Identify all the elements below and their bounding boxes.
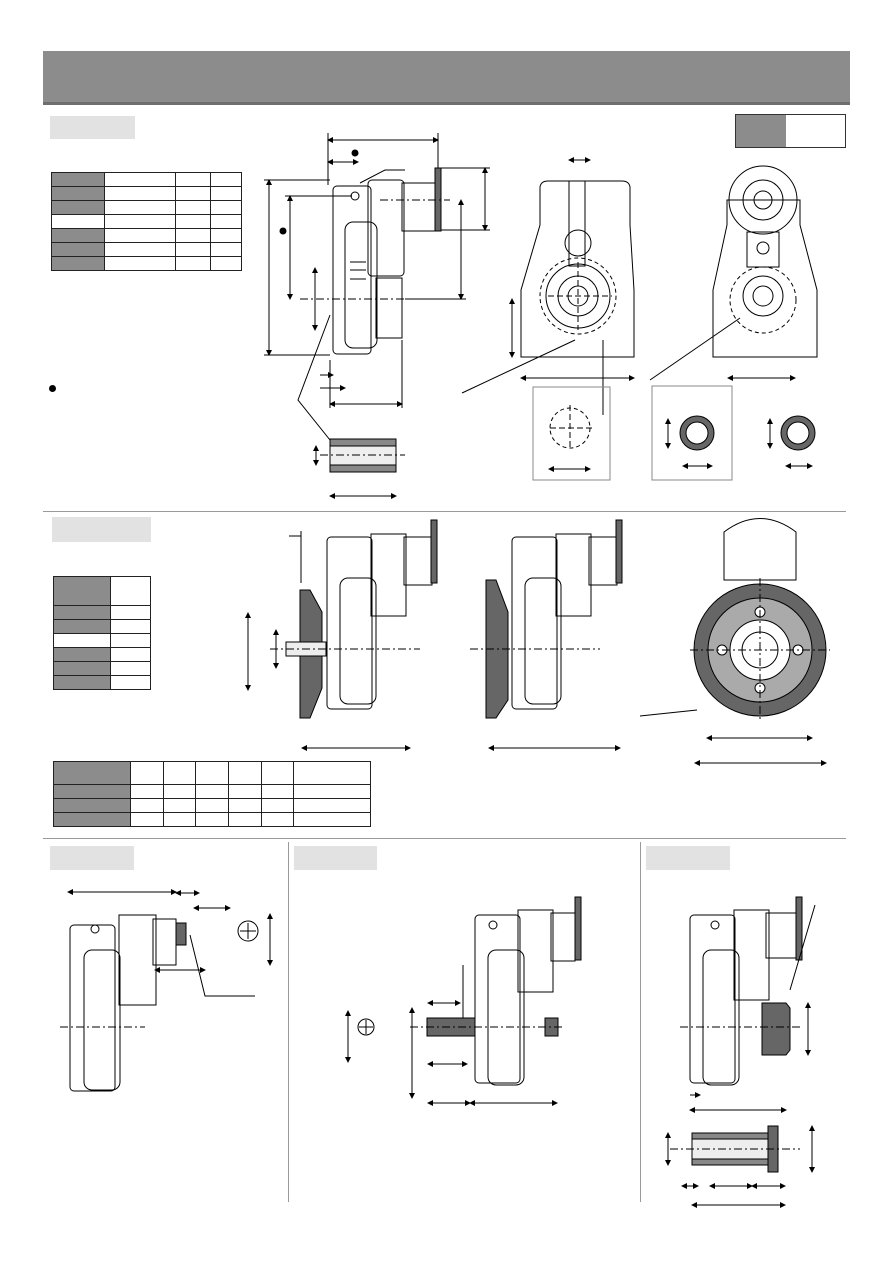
section-tab-top [50, 116, 135, 139]
bottom-right-side-view [680, 896, 816, 1113]
detail-boxes-top [532, 385, 816, 481]
dimension-lines-top-side [264, 133, 490, 441]
bottom-left-side-view [60, 889, 273, 1092]
bullet-dot-icon [279, 227, 287, 235]
section-tab-bottom-left [50, 846, 134, 870]
variant-badge [735, 114, 846, 148]
flange-front-view [639, 518, 830, 766]
bullet-dot-icon [351, 149, 359, 157]
dimension-table-middle [53, 576, 151, 690]
header-bar [43, 51, 850, 105]
hollow-shaft-sleeve-top [313, 438, 405, 499]
section-divider [43, 511, 846, 512]
bottom-center-side-view [345, 896, 582, 1106]
section-tab-middle [52, 517, 151, 542]
dimension-table-top [51, 172, 242, 271]
column-divider [640, 842, 641, 1202]
bottom-right-sleeve [665, 1125, 815, 1208]
column-divider [288, 842, 289, 1202]
badge-right [786, 115, 845, 147]
badge-left [736, 115, 786, 147]
gearbox-front-view-2 [649, 165, 818, 381]
section-tab-bottom-right [646, 846, 730, 870]
flange-side-view-2 [470, 519, 623, 751]
bullet-dot-icon [49, 385, 56, 392]
gearbox-front-view-1 [461, 157, 635, 415]
section-divider [43, 838, 846, 839]
flange-side-view-1 [245, 519, 438, 751]
section-tab-bottom-center [294, 846, 377, 870]
dimension-table-wide [53, 761, 371, 827]
